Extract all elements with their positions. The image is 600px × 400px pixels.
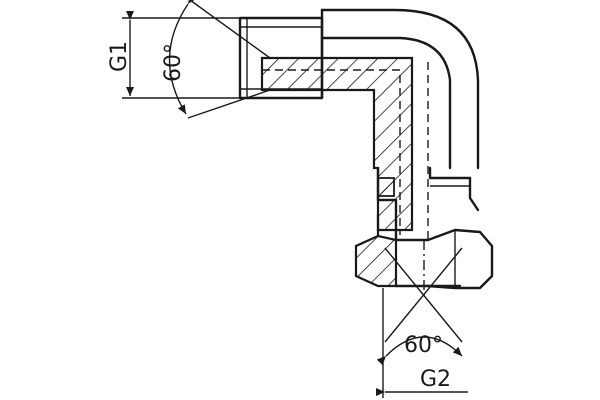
nut-outline-right bbox=[426, 228, 494, 290]
section-cut bbox=[260, 56, 429, 240]
angle-arc-bottom bbox=[376, 336, 463, 366]
g2-dimension: G2 bbox=[376, 288, 468, 398]
nut-section-left bbox=[354, 214, 398, 288]
angle-bottom-label: 60° bbox=[404, 333, 443, 358]
angle-leg-top bbox=[189, 0, 271, 59]
g2-label: G2 bbox=[420, 367, 451, 392]
angle-top-label: 60° bbox=[161, 43, 186, 82]
bore-hidden-line bbox=[262, 69, 401, 235]
o-ring-section bbox=[377, 177, 395, 197]
swivel-nut bbox=[354, 166, 494, 290]
neck-right bbox=[428, 166, 480, 212]
hatched-wall bbox=[260, 56, 414, 232]
elbow-outer-contour bbox=[320, 8, 480, 170]
top-angle-dimension: 60° bbox=[161, 0, 271, 119]
angle-leg-bottom bbox=[187, 89, 271, 119]
elbow-inner-contour bbox=[320, 36, 452, 170]
angle-arc-top bbox=[168, 0, 197, 115]
g1-label: G1 bbox=[107, 41, 132, 72]
